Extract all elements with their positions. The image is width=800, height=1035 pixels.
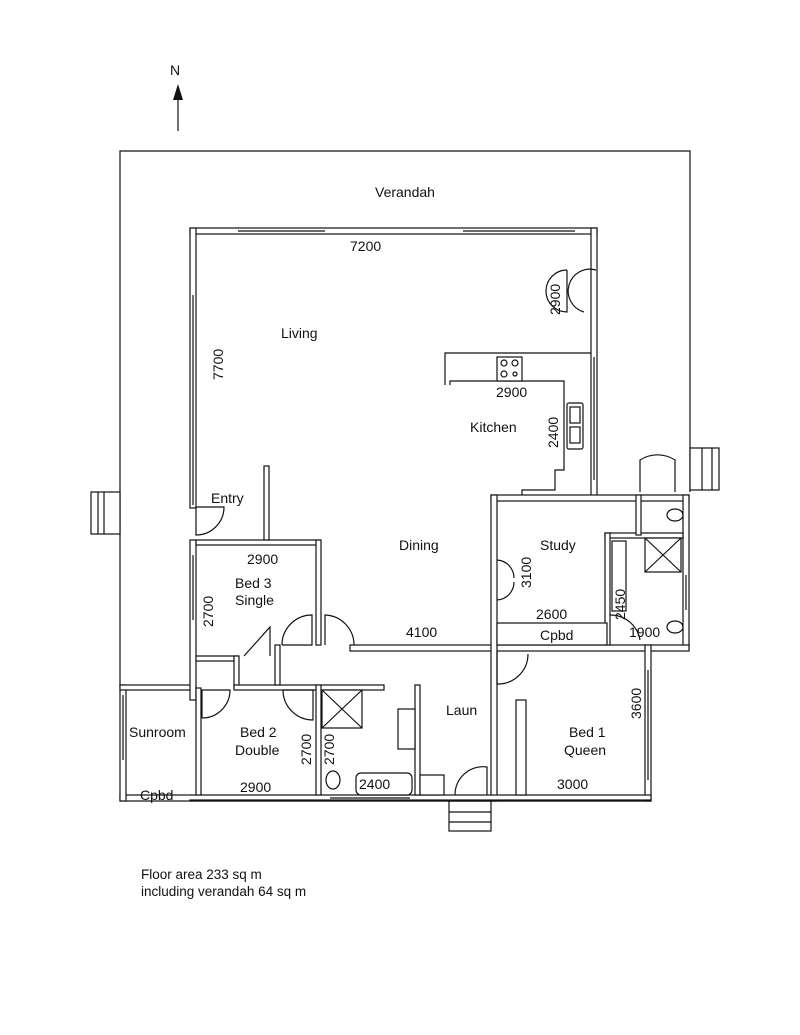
floor-area-text: Floor area 233 sq m [141,867,262,882]
dim-bathroom-depth: 2700 [321,734,337,765]
north-label: N [170,62,180,78]
verandah-area-text: including verandah 64 sq m [141,884,307,899]
label-bed3-type: Single [235,592,274,608]
label-verandah: Verandah [375,184,435,200]
kitchen-bench [444,352,591,495]
dim-study-depth: 3100 [518,557,534,588]
label-study-cpbd: Cpbd [540,627,573,643]
dim-living-depth: 7700 [210,349,226,380]
label-bed1: Bed 1 [569,724,606,740]
dim-bed2-depth: 2700 [298,734,314,765]
doors [195,268,676,796]
label-laun: Laun [446,702,477,718]
dim-kitchen-width: 2900 [496,384,527,400]
steps [90,447,720,832]
dim-door: 2900 [547,284,563,315]
dim-bed3-depth: 2700 [200,596,216,627]
label-dining: Dining [399,537,439,553]
bathroom-fixtures [321,508,684,796]
verandah-outline [119,150,691,686]
dim-living-width: 7200 [350,238,381,254]
dim-bath-tub: 2400 [359,776,390,792]
label-study: Study [540,537,576,553]
dim-kitchen-depth: 2400 [545,417,561,448]
label-living: Living [281,325,318,341]
label-sunroom: Sunroom [129,724,186,740]
label-bed1-type: Queen [564,742,606,758]
dim-bed1-width: 3000 [557,776,588,792]
dim-bed1-depth: 3600 [628,688,644,719]
dim-bath-depth: 2450 [612,589,628,620]
room-labels: Verandah Living Kitchen Entry Dining Stu… [129,184,606,803]
dim-bed3-width: 2900 [247,551,278,567]
label-sunroom-cpbd: Cpbd [140,787,173,803]
windows [122,230,687,799]
dim-dining-width: 4100 [406,624,437,640]
label-bed2-type: Double [235,742,280,758]
dim-bed2-width: 2900 [240,779,271,795]
north-arrow: N [170,62,183,131]
dim-study-width: 2600 [536,606,567,622]
dim-bath-width: 1900 [629,624,660,640]
label-bed2: Bed 2 [240,724,277,740]
label-entry: Entry [211,490,244,506]
label-kitchen: Kitchen [470,419,517,435]
floor-area-note: Floor area 233 sq m including verandah 6… [141,866,306,900]
label-bed3: Bed 3 [235,575,272,591]
dimension-labels: 7200 7700 2900 2900 2400 3100 2600 4100 … [200,238,660,795]
